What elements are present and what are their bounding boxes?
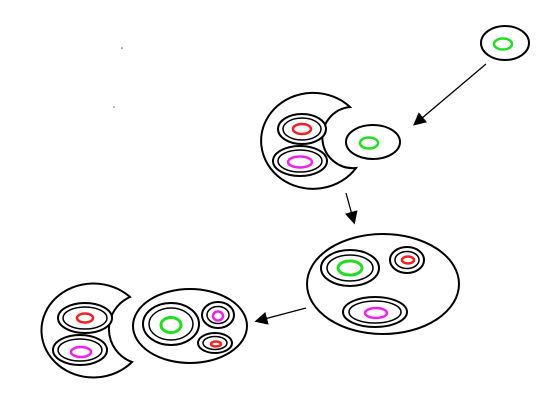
merged-cell [306,233,460,335]
green-inclusion [492,37,514,51]
magenta-inclusion [211,310,225,322]
magenta-inclusion [69,345,93,359]
stray-dot [113,106,115,108]
green-inclusion [159,316,183,334]
arrow-3 [254,307,307,325]
arrow-2 [344,192,358,225]
stray-dot [121,47,123,49]
red-inclusion [400,255,416,265]
single-green-cell [480,25,530,61]
arrow-1 [413,63,487,126]
magenta-inclusion [286,155,314,169]
red-inclusion [291,122,313,136]
final-engulfed-cell [132,288,248,364]
green-inclusion [358,136,380,150]
magenta-inclusion [363,306,389,320]
engulfing-cell [260,91,359,190]
green-inclusion [336,259,364,277]
red-inclusion [75,312,95,324]
red-inclusion [209,340,223,348]
engulfed-green-cell [345,124,401,160]
final-engulfing-cell [40,282,134,379]
